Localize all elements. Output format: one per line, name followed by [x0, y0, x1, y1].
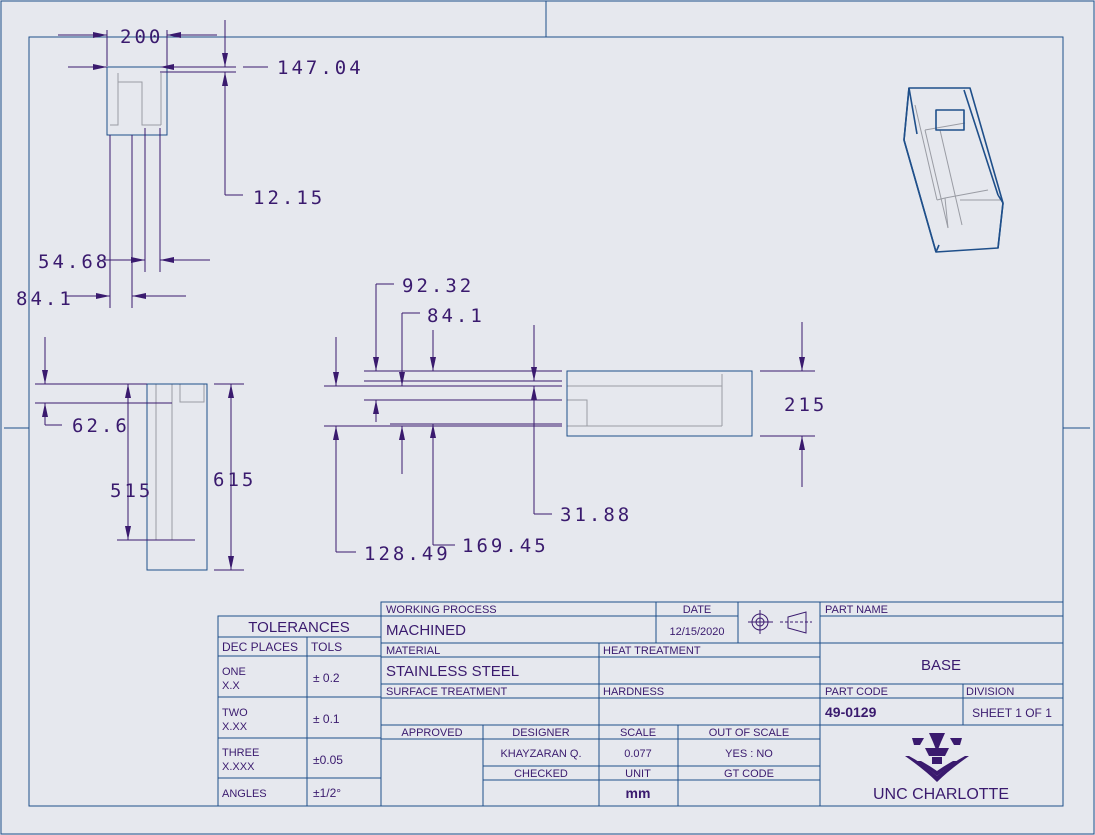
dim-12: 12.15 [253, 187, 325, 209]
dim-62: 62.6 [72, 415, 130, 437]
tol-row-two-fmt: X.XX [222, 721, 248, 733]
scale-value: 0.077 [624, 748, 652, 760]
dim-84a: 84.1 [16, 288, 74, 310]
dim-128: 128.49 [364, 543, 451, 565]
hardness-label: HARDNESS [603, 686, 664, 698]
sheet-value: SHEET 1 OF 1 [972, 706, 1052, 720]
checked-label: CHECKED [514, 768, 568, 780]
dim-147: 147.04 [277, 57, 364, 79]
part-code-value: 49-0129 [825, 704, 877, 720]
title-block: TOLERANCES DEC PLACES TOLS ONE X.X ± 0.2… [217, 601, 1064, 807]
material-label: MATERIAL [386, 645, 440, 657]
tol-row-angles-name: ANGLES [222, 788, 267, 800]
surface-treatment-label: SURFACE TREATMENT [386, 686, 507, 698]
dim-84b: 84.1 [427, 305, 485, 327]
working-process-label: WORKING PROCESS [386, 604, 497, 616]
side-view [324, 283, 815, 553]
designer-value: KHAYZARAN Q. [500, 748, 581, 760]
approved-label: APPROVED [401, 727, 462, 739]
date-value: 12/15/2020 [669, 626, 724, 638]
dim-215: 215 [784, 394, 827, 416]
scale-label: SCALE [620, 727, 656, 739]
working-process-value: MACHINED [386, 622, 466, 639]
tol-row-angles-tol: ±1/2° [313, 786, 341, 800]
unc-charlotte-logo: UNC CHARLOTTE [873, 733, 1009, 803]
dim-200: 200 [120, 26, 163, 48]
dim-169: 169.45 [462, 535, 549, 557]
unit-value: mm [626, 785, 651, 801]
isometric-view [903, 87, 1004, 253]
tol-row-three-tol: ±0.05 [313, 753, 343, 767]
designer-label: DESIGNER [512, 727, 570, 739]
tolerances-title: TOLERANCES [248, 619, 349, 636]
part-name-label: PART NAME [825, 604, 888, 616]
dim-92: 92.32 [402, 275, 474, 297]
tol-row-three-name: THREE [222, 747, 259, 759]
out-of-scale-label: OUT OF SCALE [709, 727, 789, 739]
dim-515: 515 [110, 480, 153, 502]
gt-code-label: GT CODE [724, 768, 774, 780]
dim-54: 54.68 [38, 251, 110, 273]
heat-treatment-label: HEAT TREATMENT [603, 645, 701, 657]
front-view [35, 337, 244, 571]
tol-row-three-fmt: X.XXX [222, 761, 255, 773]
tol-row-two-name: TWO [222, 707, 248, 719]
tol-row-one-fmt: X.X [222, 680, 240, 692]
university-name: UNC CHARLOTTE [873, 786, 1009, 803]
unit-label: UNIT [625, 768, 651, 780]
top-view [58, 20, 268, 308]
tol-row-one-name: ONE [222, 666, 246, 678]
part-code-label: PART CODE [825, 686, 888, 698]
material-value: STAINLESS STEEL [386, 663, 519, 680]
dec-places-label: DEC PLACES [222, 640, 298, 654]
tol-row-two-tol: ± 0.1 [313, 712, 340, 726]
tols-label: TOLS [311, 640, 342, 654]
part-name-value: BASE [921, 657, 961, 674]
dim-615: 615 [213, 469, 256, 491]
dimension-labels: 200 147.04 12.15 54.68 84.1 62.6 515 615… [16, 26, 827, 565]
division-label: DIVISION [966, 686, 1014, 698]
tol-row-one-tol: ± 0.2 [313, 671, 340, 685]
date-label: DATE [683, 604, 712, 616]
out-of-scale-value: YES : NO [725, 748, 773, 760]
dim-31: 31.88 [560, 504, 632, 526]
projection-symbol-icon [748, 610, 812, 634]
